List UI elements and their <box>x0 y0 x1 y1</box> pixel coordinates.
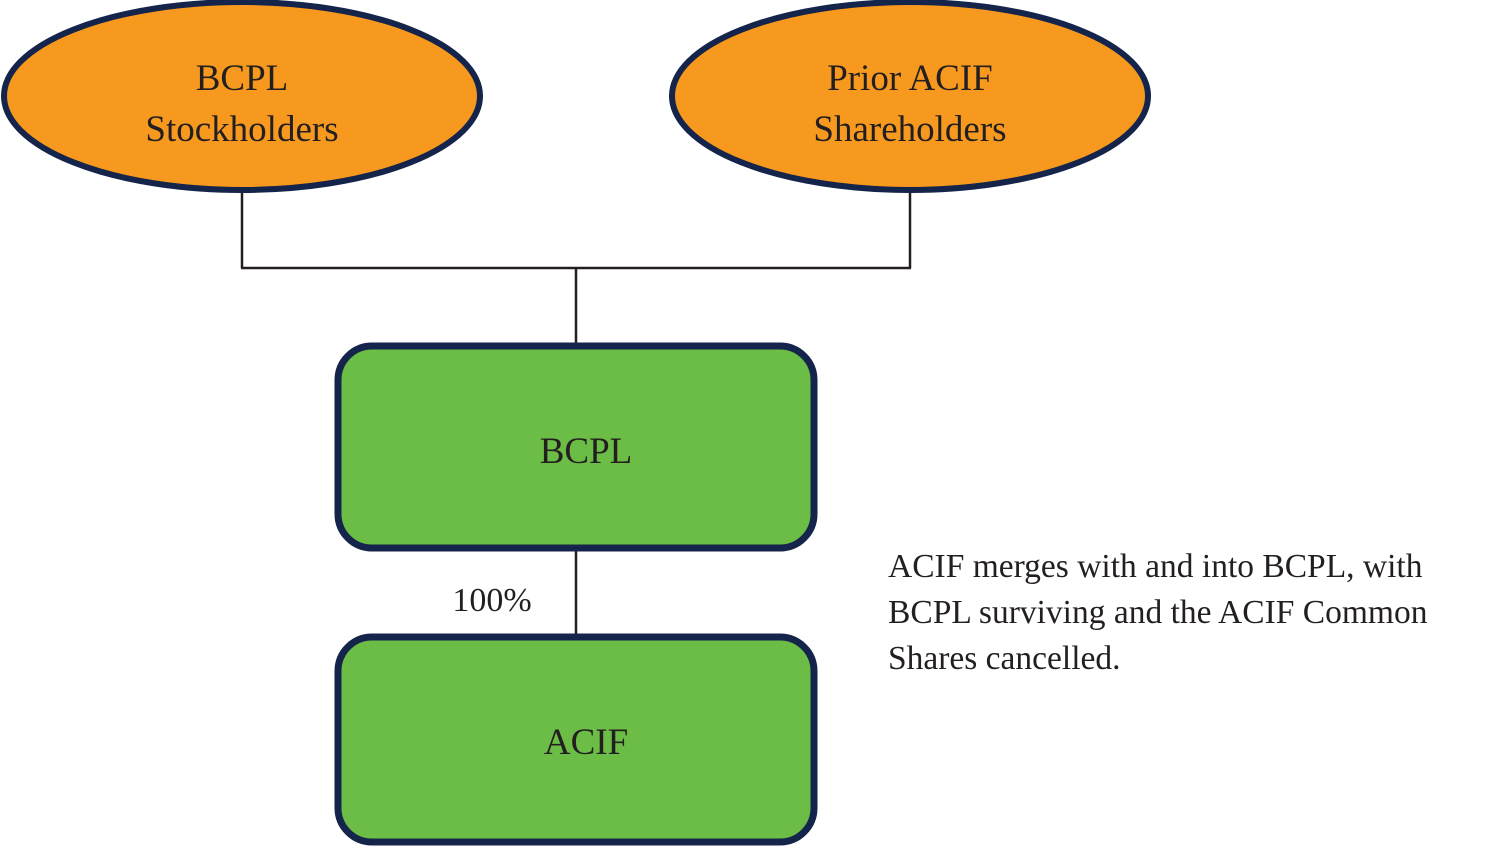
merger-note-line2: BCPL surviving and the ACIF Common <box>888 594 1428 631</box>
prior-acif-shareholders-label-line1: Prior ACIF <box>827 58 993 99</box>
bcpl-box <box>334 342 818 552</box>
bcpl-stockholders-label-line1: BCPL <box>196 58 289 99</box>
node-bcpl-stockholders: BCPL Stockholders <box>1 0 483 193</box>
bcpl-stockholders-ellipse <box>1 0 483 193</box>
node-acif: ACIF <box>334 633 818 846</box>
ownership-percentage-label: 100% <box>452 582 531 619</box>
connector-lines <box>240 190 912 637</box>
node-bcpl: BCPL <box>334 342 818 552</box>
acif-box <box>334 633 818 846</box>
bcpl-label: BCPL <box>540 431 633 472</box>
bcpl-stockholders-label-line2: Stockholders <box>145 109 338 150</box>
merger-note: ACIF merges with and into BCPL, with BCP… <box>888 544 1494 682</box>
acif-label: ACIF <box>544 722 628 763</box>
prior-acif-shareholders-ellipse <box>669 0 1151 193</box>
merger-note-line3: Shares cancelled. <box>888 640 1121 677</box>
node-prior-acif-shareholders: Prior ACIF Shareholders <box>669 0 1151 193</box>
merger-note-line1: ACIF merges with and into BCPL, with <box>888 548 1423 585</box>
prior-acif-shareholders-label-line2: Shareholders <box>813 109 1006 150</box>
